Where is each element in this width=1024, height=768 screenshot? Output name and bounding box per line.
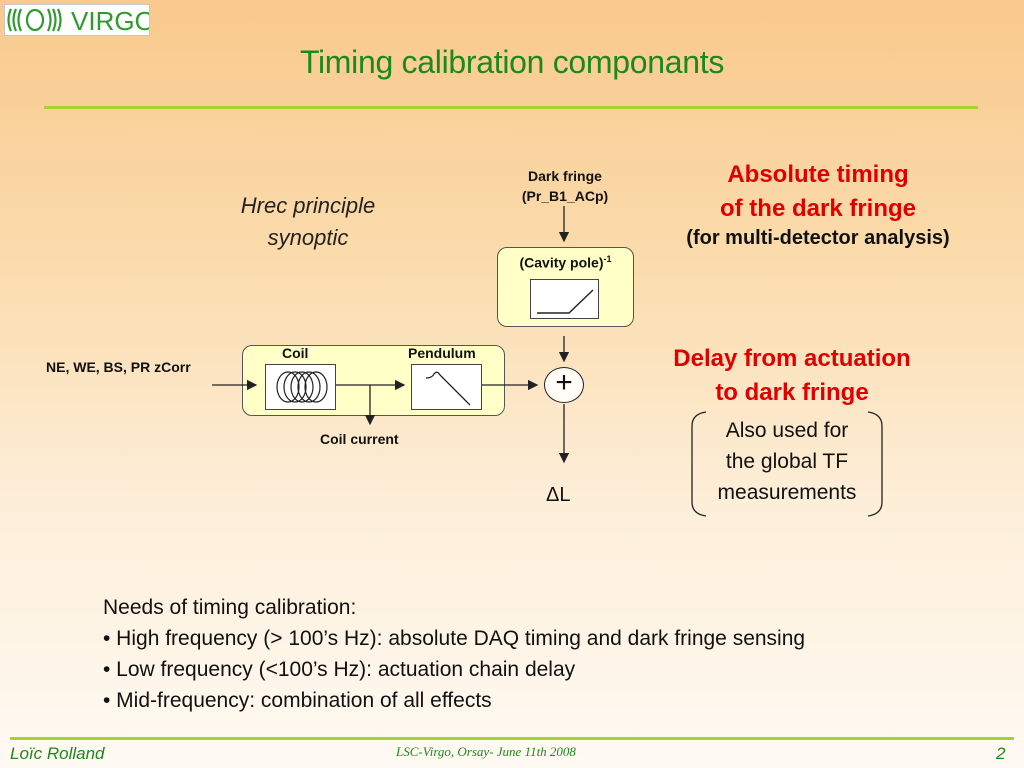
also-used-line3: measurements xyxy=(717,481,857,504)
hrec-label-line1: Hrec principle xyxy=(240,193,376,218)
sum-symbol: + xyxy=(555,366,573,399)
needs-bullet: • Mid-frequency: combination of all effe… xyxy=(103,689,492,712)
needs-bullet: • Low frequency (<100’s Hz): actuation c… xyxy=(103,658,576,681)
also-used-line1: Also used for xyxy=(725,419,849,442)
slide-title: Timing calibration componants xyxy=(299,44,725,80)
dark-fringe-label: Dark fringe (Pr_B1_ACp) xyxy=(500,166,630,206)
absolute-timing-heading: Absolute timing of the dark fringe xyxy=(650,158,986,226)
pendulum-label: Pendulum xyxy=(408,345,476,361)
footer-author: Loïc Rolland xyxy=(10,744,105,763)
absolute-timing-line1: Absolute timing xyxy=(727,161,909,188)
coil-icon xyxy=(265,364,336,410)
delay-actuation-line1: Delay from actuation xyxy=(673,345,911,372)
output-delta-l: ΔL xyxy=(546,484,571,506)
hrec-label: Hrec principle synoptic xyxy=(210,190,406,254)
cavity-pole-label: (Cavity pole)-1 xyxy=(497,254,634,271)
logo-text: VIRGO xyxy=(71,6,149,35)
footer-divider xyxy=(10,737,1014,740)
page-number: 2 xyxy=(996,744,1006,763)
absolute-timing-line2: of the dark fringe xyxy=(719,195,917,222)
title-divider xyxy=(44,106,978,109)
coil-label: Coil xyxy=(282,345,309,361)
needs-bullet: • High frequency (> 100’s Hz): absolute … xyxy=(103,627,806,650)
cavity-pole-exponent: -1 xyxy=(603,254,612,264)
needs-heading: Needs of timing calibration: xyxy=(103,596,357,619)
pendulum-transfer-icon xyxy=(411,364,482,410)
coil-current-label: Coil current xyxy=(320,431,399,447)
delay-actuation-line2: to dark fringe xyxy=(715,379,869,406)
sum-junction xyxy=(544,367,584,403)
also-used-line2: the global TF xyxy=(725,450,849,473)
cavity-pole-transfer-icon xyxy=(530,279,599,319)
delay-actuation-heading: Delay from actuation to dark fringe xyxy=(640,342,944,410)
also-used-note: Also used for the global TF measurements xyxy=(694,415,880,508)
actuation-input-label: NE, WE, BS, PR zCorr xyxy=(46,359,191,375)
dark-fringe-label-line1: Dark fringe xyxy=(528,168,602,184)
footer-event: LSC-Virgo, Orsay- June 11th 2008 xyxy=(396,744,576,759)
needs-section: Needs of timing calibration: • High freq… xyxy=(103,592,983,716)
virgo-logo: VIRGO xyxy=(4,4,150,36)
absolute-timing-note: (for multi-detector analysis) xyxy=(686,227,950,249)
also-used-bracket xyxy=(691,411,883,517)
hrec-label-line2: synoptic xyxy=(267,225,349,250)
cavity-pole-text: (Cavity pole) xyxy=(519,254,604,271)
dark-fringe-label-line2: (Pr_B1_ACp) xyxy=(521,188,609,204)
